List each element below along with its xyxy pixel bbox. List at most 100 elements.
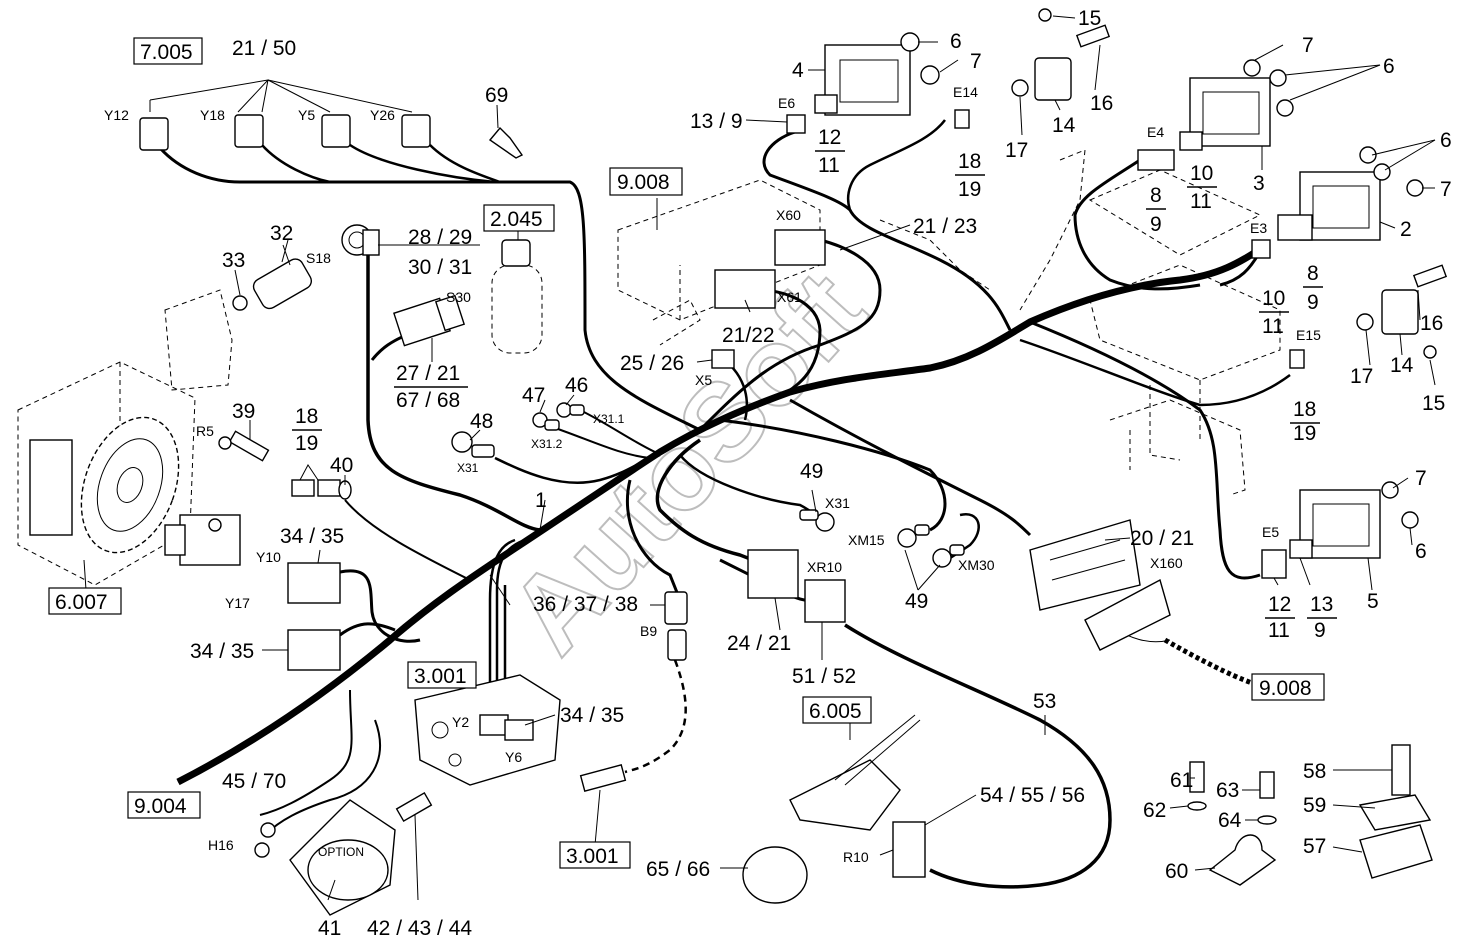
svg-text:9.004: 9.004	[134, 795, 187, 818]
connector-xr10	[747, 549, 846, 623]
connector-s18	[341, 224, 480, 256]
code-y10: Y10	[256, 549, 281, 565]
lamp-4	[814, 32, 940, 116]
code-xm15: XM15	[848, 532, 885, 548]
svg-text:13: 13	[1310, 593, 1333, 616]
label-34-35-left: 34 / 35	[190, 640, 254, 663]
svg-text:9: 9	[1150, 213, 1162, 236]
label-49-upper: 49	[800, 460, 823, 483]
valve-connectors	[139, 79, 431, 151]
code-x31-2: X31.2	[531, 437, 563, 451]
svg-text:8: 8	[1307, 262, 1319, 285]
breather-69	[488, 104, 524, 159]
machine-frame	[879, 149, 1281, 496]
svg-text:18: 18	[295, 405, 318, 428]
label-36-37-38: 36 / 37 / 38	[533, 593, 638, 616]
label-61: 61	[1170, 769, 1193, 792]
label-33: 33	[222, 249, 245, 272]
lamp-3	[1179, 59, 1294, 151]
label-65-66: 65 / 66	[646, 858, 710, 881]
connector-e15	[1289, 349, 1305, 369]
label-1: 1	[535, 489, 547, 512]
label-21-23: 21 / 23	[913, 215, 977, 238]
label-45-70: 45 / 70	[222, 770, 286, 793]
label-20-21: 20 / 21	[1130, 527, 1194, 550]
label-6-lamp2: 6	[1440, 129, 1452, 152]
label-34-35-valve: 34 / 35	[560, 704, 624, 727]
label-57: 57	[1303, 835, 1326, 858]
label-60: 60	[1165, 860, 1188, 883]
ref-box-2045: 2.045	[483, 204, 555, 232]
label-13-9: 13 / 9	[690, 110, 743, 133]
code-xr10: XR10	[807, 559, 842, 575]
label-54-55-56: 54 / 55 / 56	[980, 784, 1085, 807]
label-15-top: 15	[1078, 7, 1101, 30]
svg-text:9.008: 9.008	[617, 171, 670, 194]
label-64: 64	[1218, 809, 1242, 832]
svg-text:7.005: 7.005	[140, 41, 193, 64]
speed-sensor	[579, 763, 627, 793]
ring-terminals	[451, 402, 965, 568]
code-e5: E5	[1262, 524, 1279, 540]
label-30-31: 30 / 31	[408, 256, 472, 279]
code-y18: Y18	[200, 107, 225, 123]
ref-box-6005: 6.005	[802, 696, 872, 724]
label-46: 46	[565, 374, 588, 397]
label-7-lamp2: 7	[1440, 178, 1452, 201]
component-codes: Y12 Y18 Y5 Y26 S18 S30 R5 Y10 Y17 Y2 Y6 …	[104, 84, 1321, 865]
ref-box-6007: 6.007	[48, 587, 122, 615]
connector-e6	[786, 114, 806, 134]
connector-e14	[954, 109, 970, 129]
label-58: 58	[1303, 760, 1326, 783]
connector-x160	[1029, 519, 1171, 651]
code-y12: Y12	[104, 107, 129, 123]
label-6-lamp3: 6	[1383, 55, 1395, 78]
connector-e4	[1137, 149, 1175, 171]
fan-unit-6007	[17, 289, 233, 591]
connector-x5	[711, 349, 735, 369]
code-e14: E14	[953, 84, 978, 100]
label-21-22: 21/22	[722, 324, 775, 347]
code-b9: B9	[640, 623, 657, 639]
connector-b9	[664, 591, 688, 661]
label-14-right: 14	[1390, 354, 1414, 377]
connector-r10	[892, 821, 926, 878]
svg-text:11: 11	[1262, 315, 1284, 338]
code-x5: X5	[695, 372, 712, 388]
ecu-9008	[617, 179, 826, 346]
label-67-68: 67 / 68	[396, 389, 460, 412]
label-63: 63	[1216, 779, 1239, 802]
label-62: 62	[1143, 799, 1166, 822]
svg-text:10: 10	[1262, 287, 1285, 310]
svg-text:12: 12	[1268, 593, 1291, 616]
label-6-top: 6	[950, 30, 962, 53]
svg-text:10: 10	[1190, 162, 1213, 185]
svg-text:2.045: 2.045	[490, 208, 543, 231]
connector-s30	[393, 294, 466, 347]
code-x160: X160	[1150, 555, 1183, 571]
label-15-right: 15	[1422, 392, 1445, 415]
label-47: 47	[522, 384, 545, 407]
label-49-lower: 49	[905, 590, 928, 613]
code-r10: R10	[843, 849, 869, 865]
code-x31-right: X31	[825, 495, 850, 511]
code-y5: Y5	[298, 107, 315, 123]
label-4: 4	[792, 59, 804, 82]
joystick-6005	[789, 714, 921, 831]
label-21-50: 21 / 50	[232, 37, 296, 60]
code-x61: X61	[777, 289, 802, 305]
label-53: 53	[1033, 690, 1056, 713]
code-e4: E4	[1147, 124, 1164, 140]
svg-text:3.001: 3.001	[566, 845, 619, 868]
label-27-21: 27 / 21	[396, 362, 460, 385]
code-h16: H16	[208, 837, 234, 853]
label-16-top: 16	[1090, 92, 1113, 115]
svg-text:19: 19	[1293, 422, 1316, 445]
ref-box-7005: 7.005	[133, 37, 203, 65]
svg-text:11: 11	[818, 154, 840, 177]
